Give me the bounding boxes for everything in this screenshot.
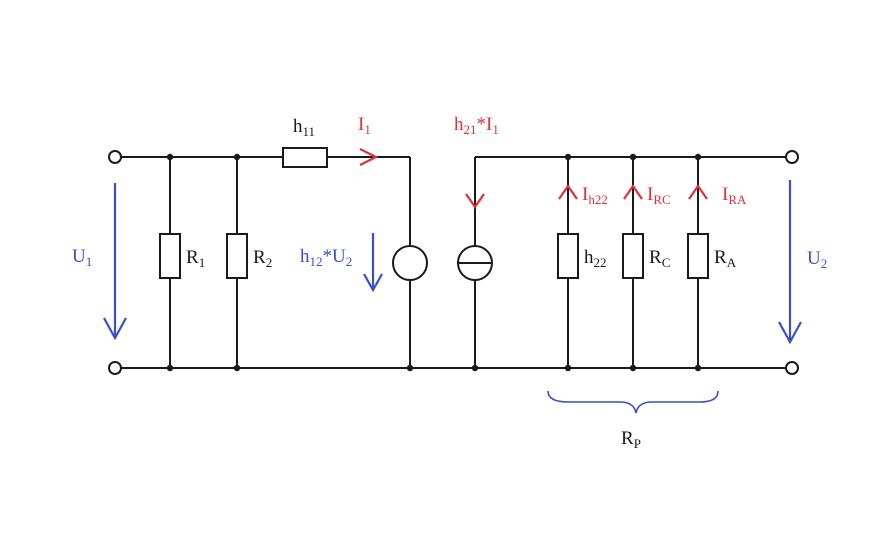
irc-arrow [623,184,643,200]
r2-label: R2 [253,247,272,270]
u2-label: U2 [807,248,827,271]
r1-label: R1 [186,247,205,270]
resistor-r1 [159,233,181,279]
terminal-output-top [785,150,799,164]
i1-label: I1 [358,114,371,137]
junction-node [564,153,572,161]
current-arrows [359,148,708,209]
ih22-label: Ih22 [582,184,608,207]
junction-node [233,364,241,372]
voltage-source-symbol [392,245,428,281]
i1-arrow [359,148,379,166]
junction-node [471,364,479,372]
current-source-symbol [457,245,493,281]
terminal-output-bottom [785,361,799,375]
ih22-arrow [558,184,578,200]
h21-current-arrow [465,193,485,209]
junction-node [166,364,174,372]
rp-brace [547,390,719,414]
ra-label: RA [714,247,737,270]
junction-node [564,364,572,372]
h12u2-arrow-head [363,273,383,293]
irc-label: IRC [647,184,671,207]
h21-i1-label: h21*I1 [454,114,499,137]
h22-label: h22 [584,247,607,270]
rp-label: RP [621,428,641,451]
resistor-r2 [226,233,248,279]
resistor-h22 [557,233,579,279]
junction-node [629,153,637,161]
ira-label: IRA [722,184,747,207]
junction-node [233,153,241,161]
junction-nodes [166,153,702,372]
resistor-rc [622,233,644,279]
u1-label: U1 [72,246,92,269]
u1-arrow-head [103,317,127,341]
rc-label: RC [649,247,670,270]
junction-node [694,153,702,161]
junction-node [694,364,702,372]
h11-label: h11 [293,116,315,139]
h12-u2-label: h12*U2 [300,246,352,269]
junction-node [166,153,174,161]
junction-node [629,364,637,372]
junction-node [406,364,414,372]
terminal-input-top [108,150,122,164]
terminal-input-bottom [108,361,122,375]
resistor-h11 [282,147,328,168]
voltage-arrows [103,180,802,345]
resistor-ra [687,233,709,279]
ira-arrow [688,184,708,200]
u2-arrow-head [778,321,802,345]
